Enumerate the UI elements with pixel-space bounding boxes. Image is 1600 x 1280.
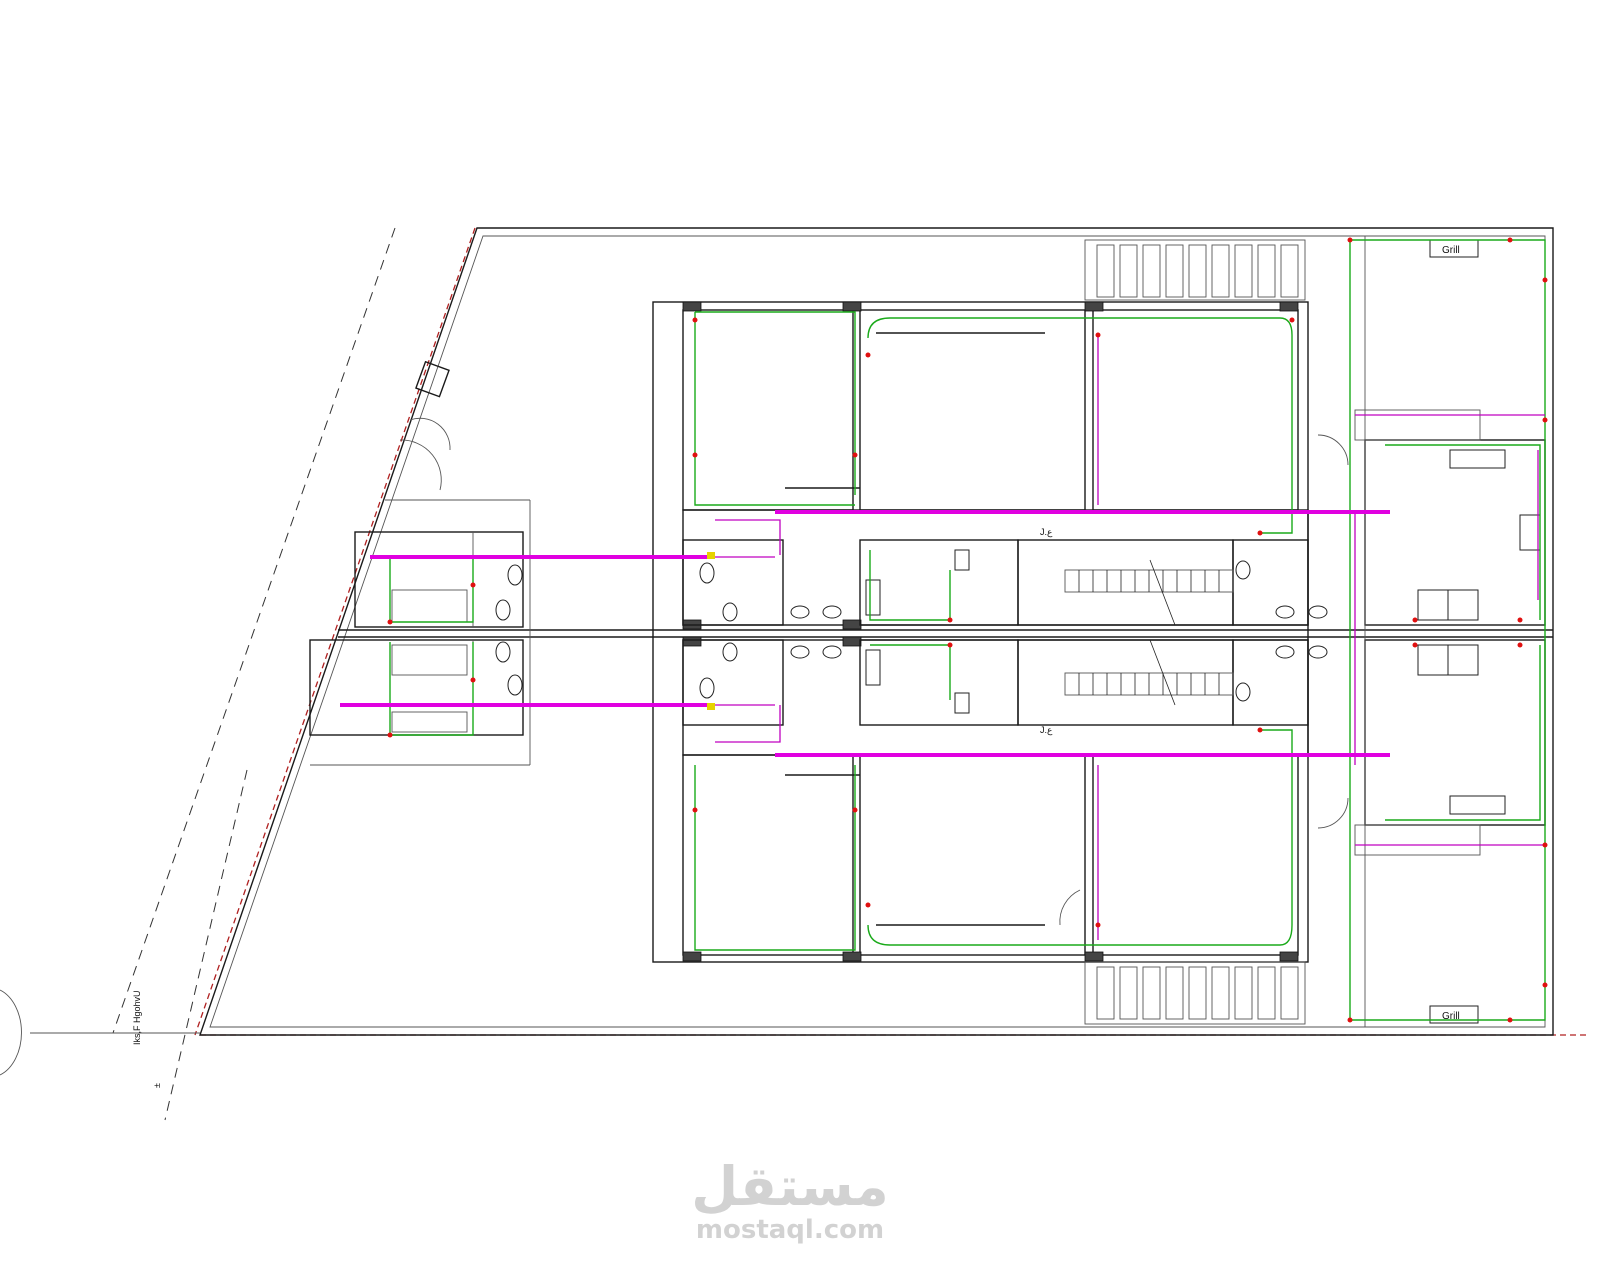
boundary-arc bbox=[0, 989, 22, 1076]
boundary-note: Iks,F HgohvU bbox=[132, 990, 142, 1045]
north-note: ± bbox=[152, 1083, 162, 1088]
staircase-bottom bbox=[1064, 639, 1234, 706]
drainage-lines bbox=[340, 335, 1545, 940]
parking-bays bbox=[1096, 244, 1299, 1020]
watermark: مستقل mostaql.com bbox=[660, 1155, 920, 1245]
staircase-top bbox=[1064, 559, 1234, 626]
columns bbox=[682, 301, 1299, 962]
watermark-url: mostaql.com bbox=[695, 1215, 885, 1245]
stair-mark-top: J.ع bbox=[1040, 527, 1053, 538]
site-boundary bbox=[0, 227, 1590, 1121]
grill-box-bottom: Grill bbox=[1429, 1005, 1479, 1024]
connection-mark-top bbox=[707, 552, 715, 559]
rooms-top bbox=[682, 239, 1306, 511]
villa-outline bbox=[652, 301, 1309, 963]
water-supply-lines bbox=[389, 239, 1546, 1021]
left-annex bbox=[309, 499, 531, 766]
grill-box-top: Grill bbox=[1429, 239, 1479, 258]
stair-mark-bottom: J.ع bbox=[1040, 725, 1053, 736]
entrance-gate bbox=[399, 360, 451, 491]
grill-label-top: Grill bbox=[1442, 245, 1460, 256]
central-core bbox=[682, 539, 1328, 726]
grill-label-bottom: Grill bbox=[1442, 1011, 1460, 1022]
connection-mark-bottom bbox=[707, 703, 715, 710]
watermark-arabic: مستقل bbox=[691, 1155, 889, 1218]
right-wing bbox=[1317, 236, 1546, 1027]
outlet-points bbox=[387, 237, 1548, 1023]
